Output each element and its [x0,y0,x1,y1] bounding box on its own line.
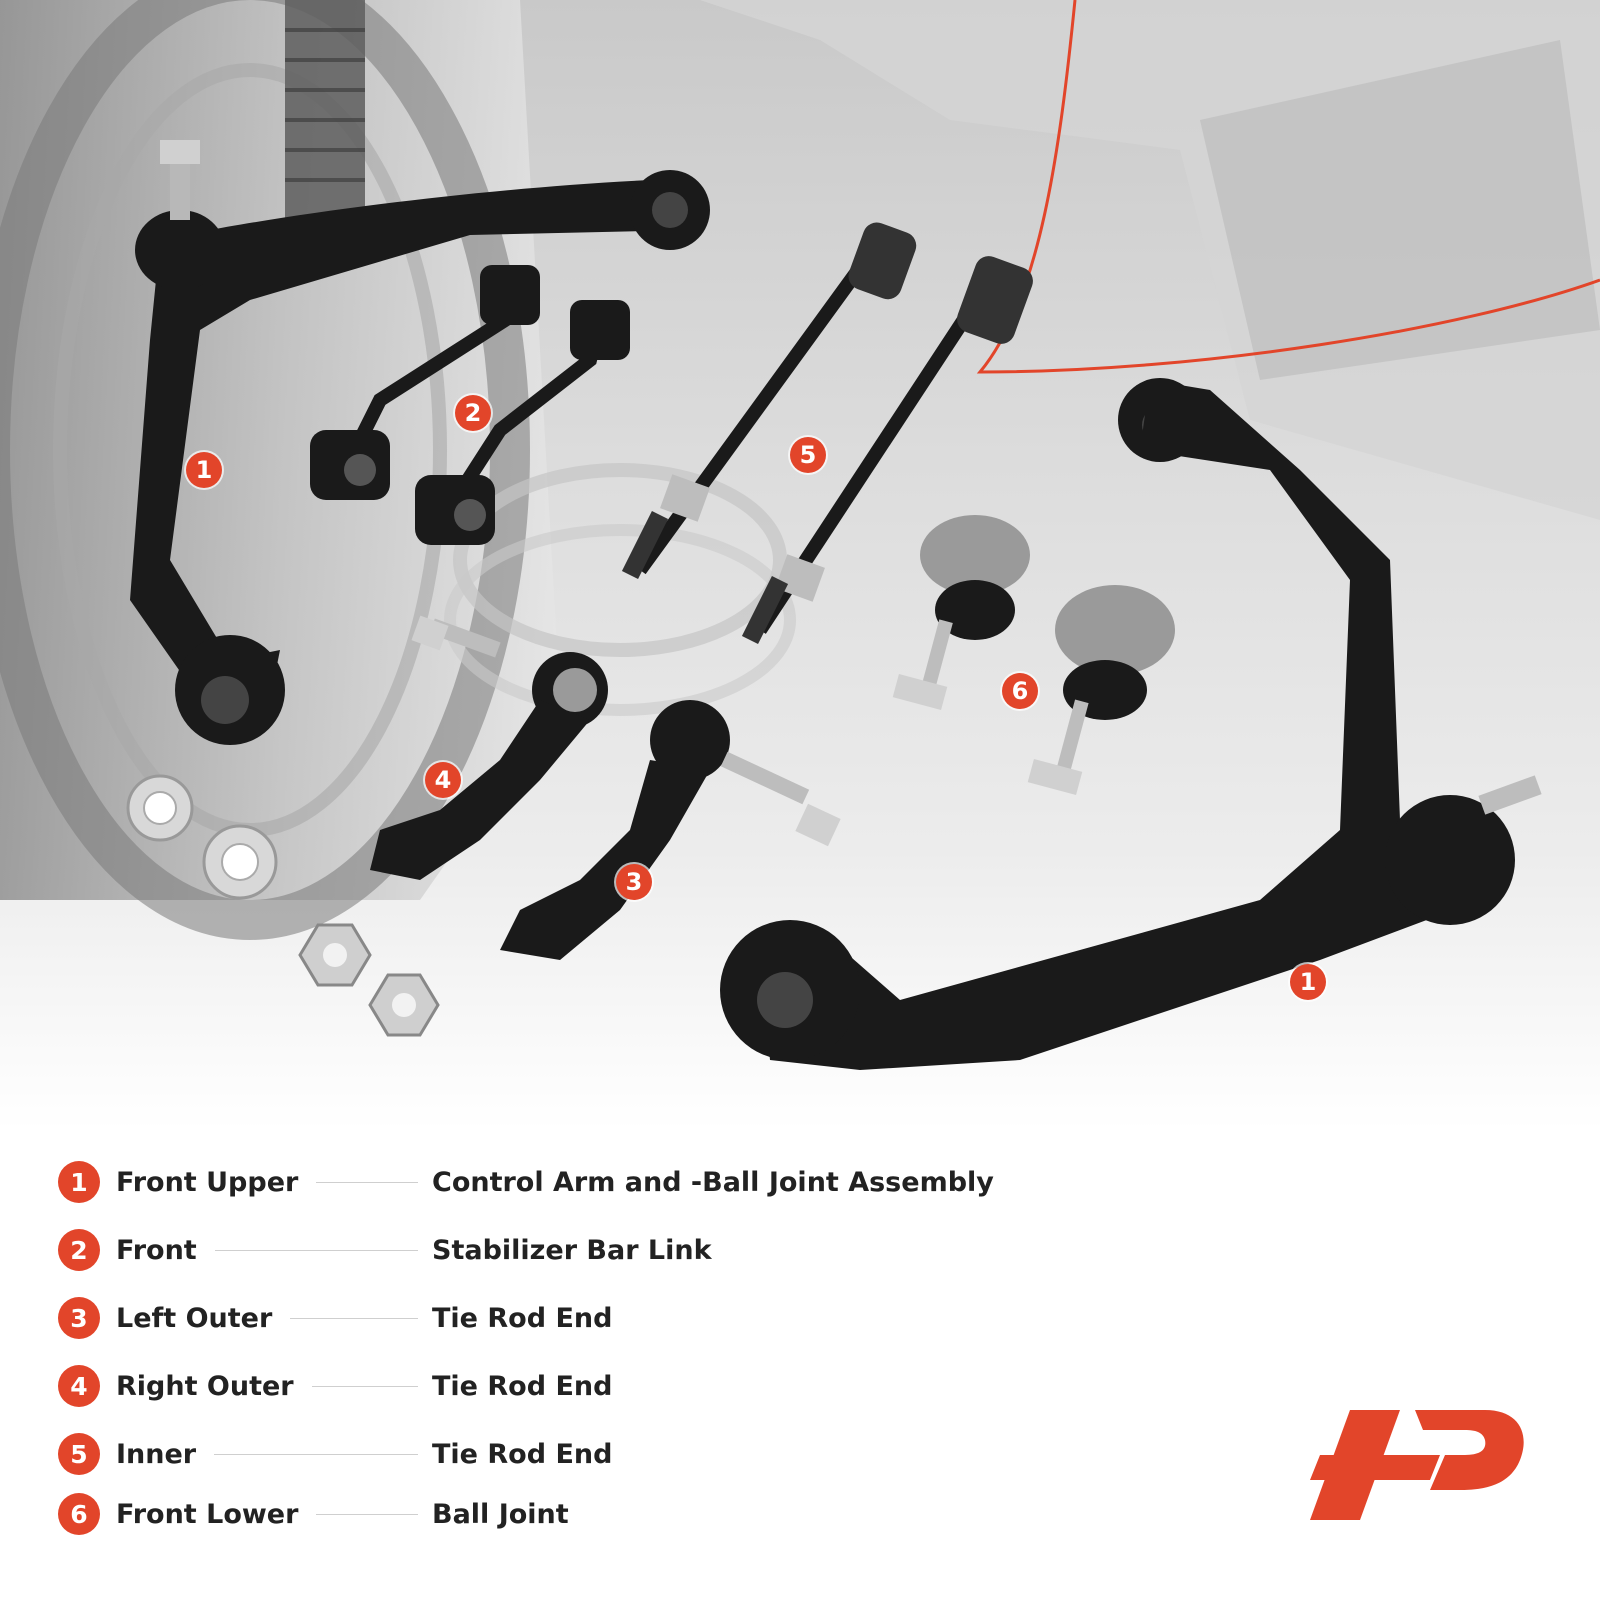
callout-3: 3 [616,864,652,900]
legend-row-4: 4 Right Outer Tie Rod End [58,1364,1058,1408]
legend-part-name: Stabilizer Bar Link [418,1234,712,1266]
callout-1-left: 1 [186,452,222,488]
legend-part-name: Tie Rod End [418,1438,613,1470]
tire-outline [0,0,530,940]
legend-part-name: Tie Rod End [418,1370,613,1402]
legend-number: 4 [58,1365,100,1407]
scene-illustration [0,0,1600,1130]
brand-logo [1310,1410,1524,1520]
right-outer-tie-rod-end [370,615,608,880]
legend-leader-line [316,1181,422,1183]
legend-leader-line [214,1249,422,1251]
legend-row-3: 3 Left Outer Tie Rod End [58,1296,1058,1340]
legend-leader-line [311,1385,422,1387]
legend-number: 1 [58,1161,100,1203]
legend-row-6: 6 Front Lower Ball Joint [58,1492,1058,1536]
legend-leader-line [316,1513,422,1515]
legend-position: Front Upper [116,1166,299,1198]
callout-1-right: 1 [1290,964,1326,1000]
callout-2: 2 [455,395,491,431]
legend-number: 2 [58,1229,100,1271]
left-outer-tie-rod-end [500,700,841,960]
callout-4: 4 [425,762,461,798]
legend-part-name: Control Arm and -Ball Joint Assembly [418,1166,994,1198]
coil-spring [453,463,787,657]
legend-row-2: 2 Front Stabilizer Bar Link [58,1228,1058,1272]
legend-row-5: 5 Inner Tie Rod End [58,1432,1058,1476]
upper-control-arm-right [720,378,1542,1070]
hardware-washers-nuts [126,774,440,1037]
lower-ball-joints [892,515,1175,796]
callout-6: 6 [1002,673,1038,709]
legend-position: Left Outer [116,1302,273,1334]
legend-number: 5 [58,1433,100,1475]
subframe [1200,40,1600,380]
upper-control-arm-left [130,140,710,745]
detail-circle-outline [976,0,1600,374]
legend-position: Front [116,1234,197,1266]
strut-boot [285,0,365,230]
legend-position: Right Outer [116,1370,294,1402]
legend-position: Inner [116,1438,197,1470]
wheel-well-shade [0,0,560,900]
legend-leader-line [290,1317,422,1319]
legend-number: 6 [58,1493,100,1535]
inner-tie-rod-ends [621,222,1033,645]
legend-position: Front Lower [116,1498,299,1530]
legend-part-name: Ball Joint [418,1498,569,1530]
legend-leader-line [214,1453,422,1455]
stabilizer-bar-links [310,265,630,545]
legend-row-1: 1 Front Upper Control Arm and -Ball Join… [58,1160,1058,1204]
callout-5: 5 [790,437,826,473]
legend-number: 3 [58,1297,100,1339]
legend-part-name: Tie Rod End [418,1302,613,1334]
product-scene: 1 2 5 6 4 3 1 [0,0,1600,1130]
